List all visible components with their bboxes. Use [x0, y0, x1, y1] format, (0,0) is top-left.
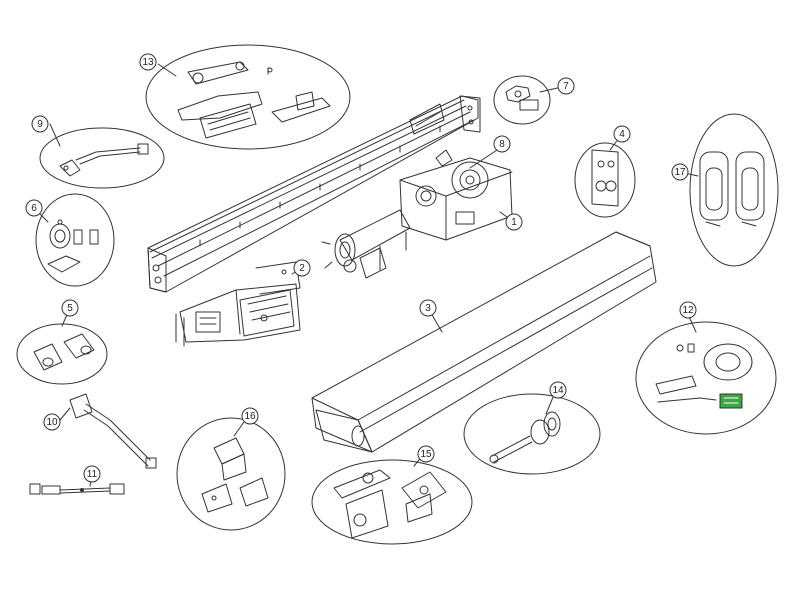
callout-number: 10 [46, 417, 58, 428]
callout-6: 6 [25, 199, 43, 217]
wire-harness-group [29, 483, 125, 495]
callout-circle [417, 445, 435, 463]
bearing-kit-group [35, 193, 115, 287]
end-caps-group [16, 323, 108, 385]
callout-12: 12 [679, 301, 697, 319]
callout-9: 9 [31, 115, 49, 133]
callout-5: 5 [61, 299, 79, 317]
bolt-and-nut-group [493, 75, 551, 125]
shaft-and-bearing-group [463, 393, 601, 475]
callout-circle [43, 413, 61, 431]
clips-group [176, 417, 286, 531]
callout-circle [679, 301, 697, 319]
callout-circle [419, 299, 437, 317]
drive-unit [321, 149, 513, 279]
side-plates-group [689, 113, 779, 267]
callout-number: 13 [142, 57, 154, 68]
callout-number: 14 [552, 385, 564, 396]
callout-circle [671, 163, 689, 181]
leader-lines [39, 63, 699, 487]
callout-2: 2 [293, 259, 311, 277]
callout-circle [493, 135, 511, 153]
callout-circle [549, 381, 567, 399]
callout-circle [25, 199, 43, 217]
callout-circle [557, 77, 575, 95]
callout-number: 3 [425, 303, 431, 314]
callout-4: 4 [613, 125, 631, 143]
callout-17: 17 [671, 163, 689, 181]
callout-circle [241, 407, 259, 425]
hinge-plates-group [311, 459, 473, 545]
callout-11: 11 [83, 465, 101, 483]
callout-number: 9 [37, 119, 43, 130]
ring-and-pcb-group [635, 321, 777, 435]
callout-10: 10 [43, 413, 61, 431]
bracket-plate-group [574, 142, 636, 218]
sensor-cable-group [39, 127, 165, 189]
callout-14: 14 [549, 381, 567, 399]
arm-links-group [145, 44, 351, 150]
callout-number: 7 [563, 81, 569, 92]
callout-circle [293, 259, 311, 277]
callout-number: 4 [619, 129, 625, 140]
callout-circle [61, 299, 79, 317]
callout-number: 2 [299, 263, 305, 274]
callout-13: 13 [139, 53, 157, 71]
callout-number: 11 [87, 469, 98, 480]
callout-15: 15 [417, 445, 435, 463]
callout-7: 7 [557, 77, 575, 95]
callout-circle [139, 53, 157, 71]
callout-number: 5 [67, 303, 73, 314]
callout-circle [83, 465, 101, 483]
callout-16: 16 [241, 407, 259, 425]
callout-number: 17 [674, 167, 686, 178]
callout-number: 8 [499, 139, 505, 150]
callout-1: 1 [505, 213, 523, 231]
callout-number: 6 [31, 203, 37, 214]
callout-circle [31, 115, 49, 133]
callout-8: 8 [493, 135, 511, 153]
callout-number: 16 [244, 411, 256, 422]
control-unit [175, 261, 301, 347]
callout-number: 15 [420, 449, 432, 460]
callout-number: 1 [511, 217, 517, 228]
callout-3: 3 [419, 299, 437, 317]
main-rail [147, 95, 481, 293]
callout-number: 12 [682, 305, 694, 316]
callout-circle [613, 125, 631, 143]
connector-cable-group [69, 393, 157, 469]
callout-circle [505, 213, 523, 231]
cover [311, 231, 657, 453]
